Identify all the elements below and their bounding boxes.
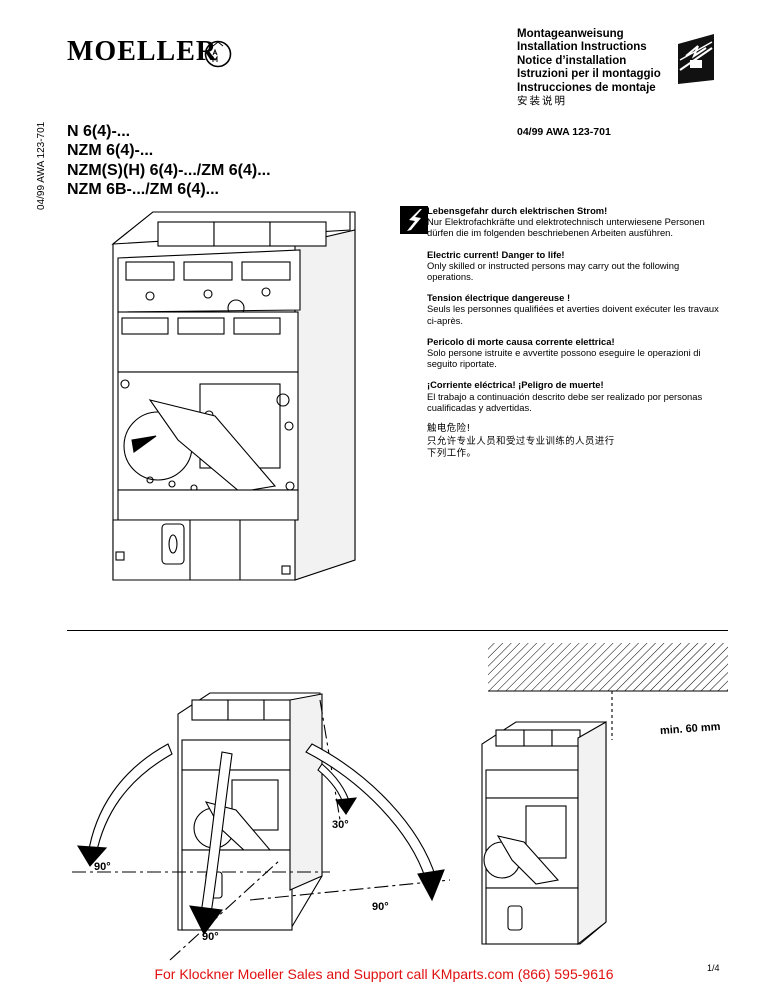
warning-en: Electric current! Danger to life! Only s…: [427, 249, 727, 283]
product-title: NZM 6(4)-...: [67, 142, 154, 160]
angle-label-bottom: 90°: [202, 931, 219, 943]
footer-contact: For Klockner Moeller Sales and Support c…: [154, 966, 614, 982]
instruction-title-it: Istruzioni per il montaggio: [517, 68, 661, 81]
breaker-drawing-clearance: [481, 643, 728, 946]
angle-label-small: 30°: [332, 819, 349, 831]
warning-cn-line: 下列工作。: [427, 448, 477, 460]
product-title: NZM 6B-.../ZM 6(4)...: [67, 180, 219, 198]
warning-text: Solo persone istruite e avvertite posson…: [427, 347, 701, 370]
warning-it: Pericolo di morte causa corrente elettri…: [427, 336, 727, 370]
warning-cn-line: 触电危险!: [427, 423, 471, 435]
instruction-title-en: Installation Instructions: [517, 41, 647, 54]
instruction-title-cn: 安装说明: [517, 95, 567, 108]
moeller-seal-icon: [204, 40, 232, 68]
angle-label-right: 90°: [372, 901, 389, 913]
installation-logo-icon: [678, 34, 714, 84]
warning-text: El trabajo a continuación descrito debe …: [427, 390, 703, 413]
warning-title: Electric current! Danger to life!: [427, 248, 565, 260]
breaker-drawing-rotation: [72, 692, 451, 961]
rotation-arrows: [76, 743, 445, 936]
product-title: N 6(4)-...: [67, 123, 131, 140]
warning-title: ¡Corriente eléctrica! ¡Peligro de muerte…: [427, 379, 604, 391]
document-reference: 04/99 AWA 123-701: [517, 126, 611, 138]
instruction-title-fr: Notice d’installation: [517, 54, 627, 67]
clearance-label: min. 60 mm: [660, 721, 721, 737]
warning-cn: 触电危险! 只允许专业人员和受过专业训练的人员进行 下列工作。: [427, 423, 727, 461]
instruction-title-de: Montageanweisung: [517, 28, 624, 40]
warning-title: Tension électrique dangereuse !: [427, 292, 571, 304]
instruction-title-es: Instrucciones de montaje: [517, 81, 656, 94]
product-title: NZM(S)(H) 6(4)-.../ZM 6(4)...: [67, 161, 271, 179]
warning-title: Pericolo di morte causa corrente elettri…: [427, 335, 615, 347]
breaker-drawing-main: [111, 211, 356, 581]
warning-text: Nur Elektrofachkräfte und elektrotechnis…: [427, 216, 705, 239]
product-titles: N 6(4)-... NZM 6(4)-... NZM(S)(H) 6(4)-.…: [67, 122, 271, 199]
instruction-titles: Montageanweisung Installation Instructio…: [517, 28, 661, 108]
section-divider: [67, 630, 728, 631]
page-number: 1/4: [707, 963, 720, 973]
angle-label-left: 90°: [94, 861, 111, 873]
warning-text: Seuls les personnes qualifiées et averti…: [427, 303, 719, 326]
lightning-warning-icon: [400, 206, 428, 234]
safety-warnings: Lebensgefahr durch elektrischen Strom! N…: [427, 205, 727, 471]
brand-logo: MOELLER: [67, 36, 218, 67]
warning-es: ¡Corriente eléctrica! ¡Peligro de muerte…: [427, 379, 727, 413]
warning-cn-line: 只允许专业人员和受过专业训练的人员进行: [427, 435, 615, 447]
warning-de: Lebensgefahr durch elektrischen Strom! N…: [427, 205, 727, 239]
warning-text: Only skilled or instructed persons may c…: [427, 259, 680, 283]
warning-fr: Tension électrique dangereuse ! Seuls le…: [427, 292, 727, 326]
warning-title: Lebensgefahr durch elektrischen Strom!: [427, 205, 608, 216]
